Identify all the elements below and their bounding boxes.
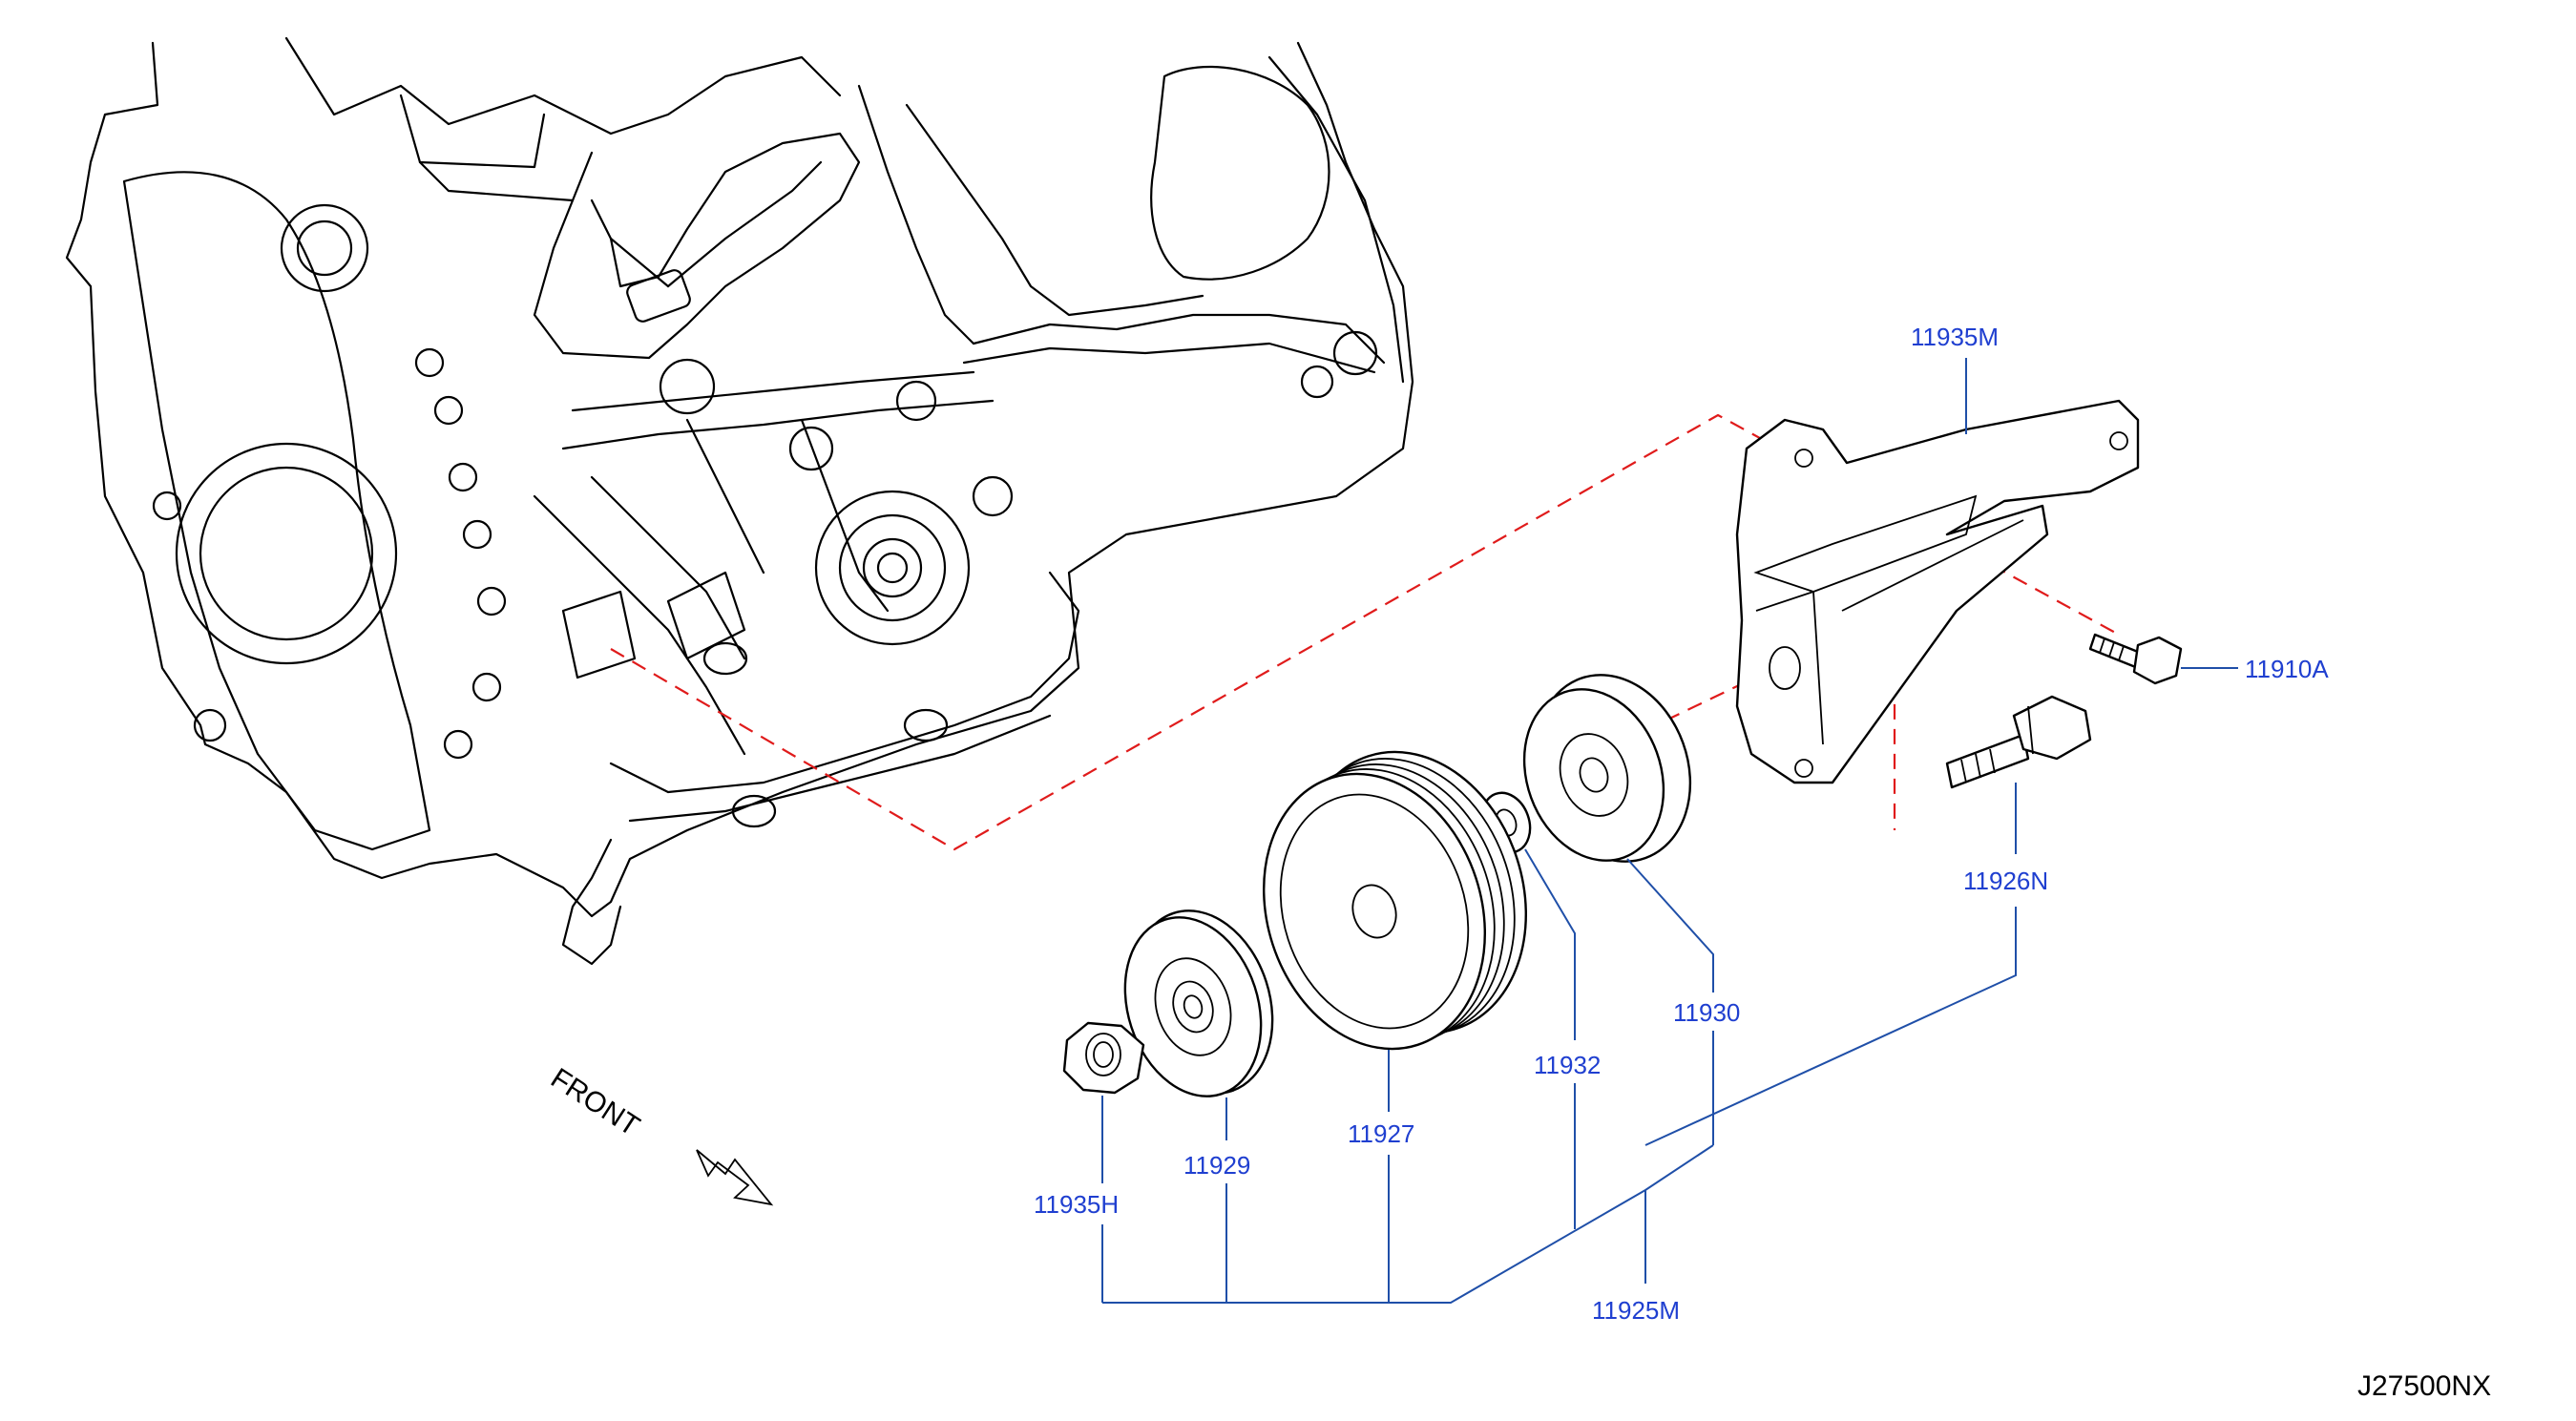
diagram-id: J27500NX (2357, 1370, 2491, 1402)
front-arrow-icon (696, 1149, 774, 1206)
pulley-11929 (1123, 909, 1274, 1097)
callout-11932: 11932 (1534, 1051, 1601, 1079)
engine-block-drawing (65, 36, 1414, 966)
callout-11910A: 11910A (2245, 655, 2329, 683)
callout-11935H: 11935H (1034, 1190, 1119, 1219)
pulley-11927 (1263, 750, 1527, 1051)
bolt-11910A (2088, 633, 2183, 685)
callout-11929: 11929 (1183, 1151, 1250, 1180)
callout-11927: 11927 (1348, 1119, 1414, 1148)
callout-11935M: 11935M (1911, 323, 1999, 351)
leader-lines (1101, 358, 2238, 1304)
front-label: FRONT (545, 1062, 645, 1142)
nut-11935H (1062, 1021, 1145, 1095)
bracket-11935M (1735, 399, 2140, 784)
callout-11926N: 11926N (1963, 867, 2048, 895)
callout-labels: 11935M 11910A 11926N 11930 11932 11927 1… (1034, 323, 2329, 1325)
callout-11930: 11930 (1673, 998, 1740, 1027)
callout-11925M: 11925M (1592, 1296, 1680, 1325)
idler-pulley-11930 (1522, 674, 1692, 863)
stud-bolt-11926N (1945, 695, 2092, 789)
